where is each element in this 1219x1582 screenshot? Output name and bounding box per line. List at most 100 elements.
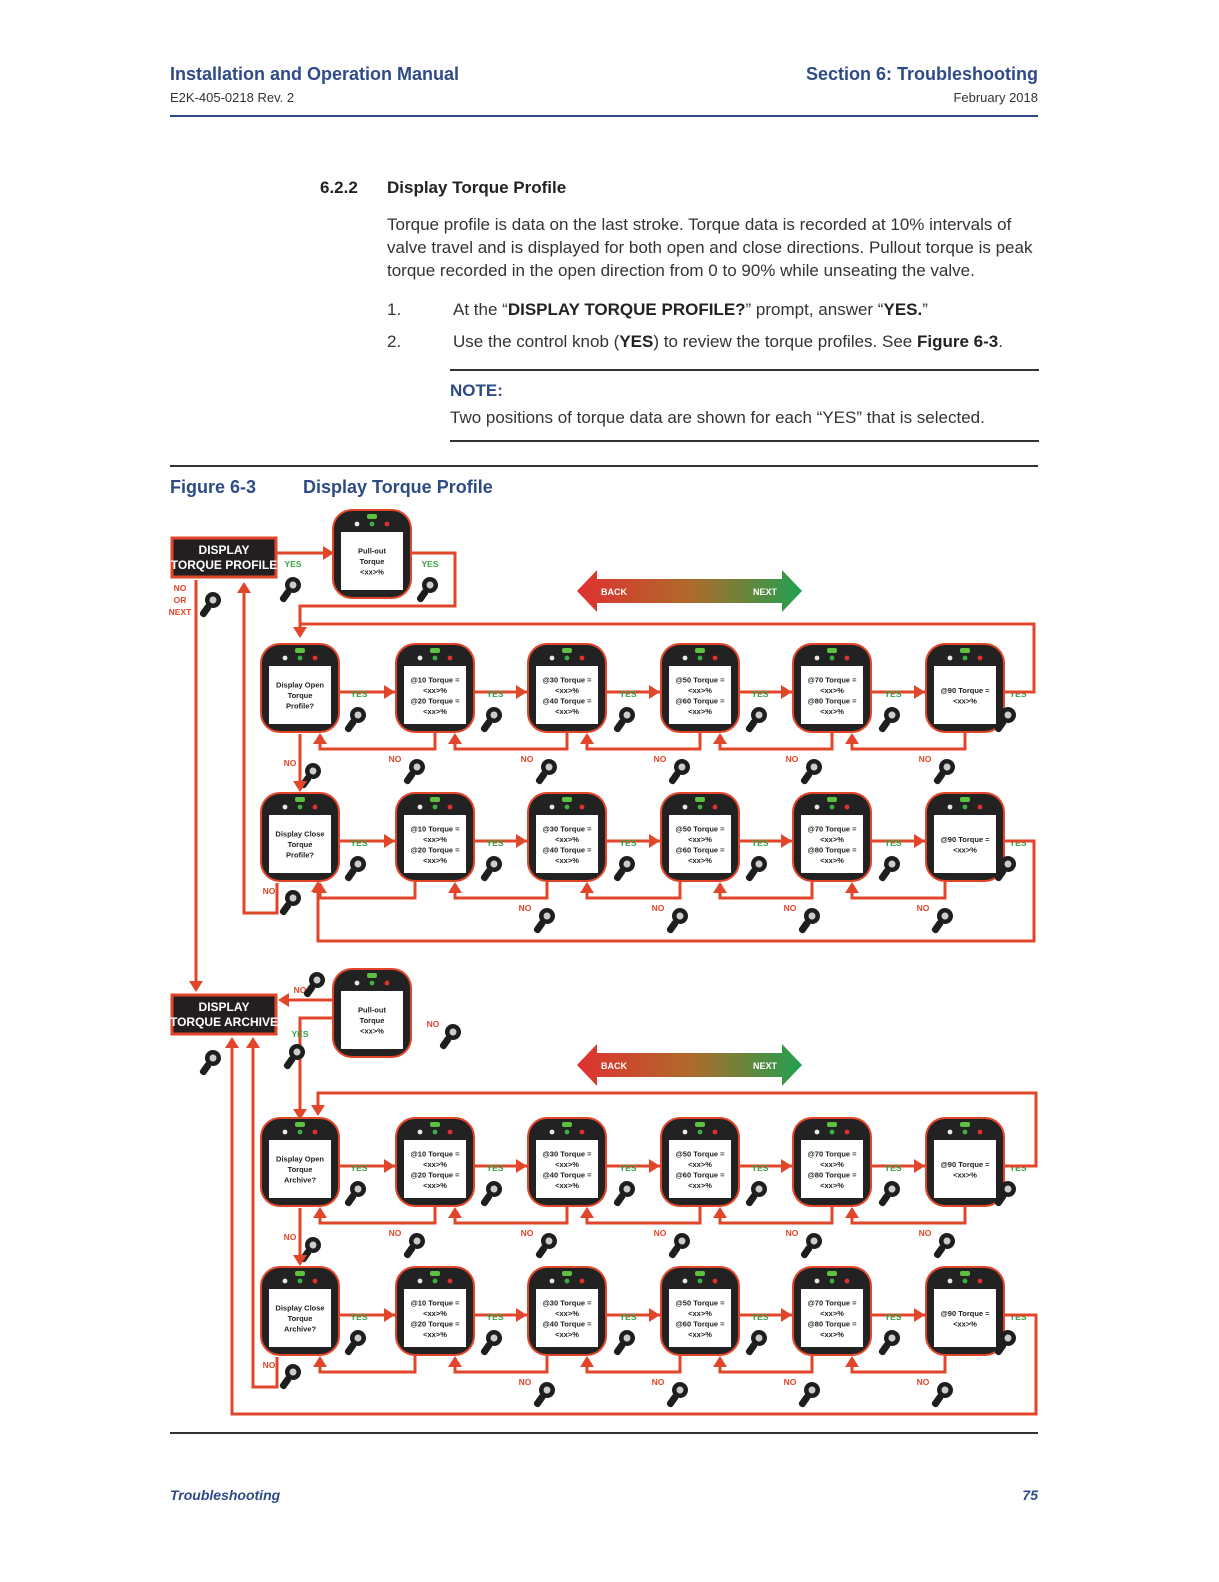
section-title: Display Torque Profile — [387, 178, 567, 197]
control-knob-icon — [535, 1233, 557, 1259]
note-label: NOTE: — [450, 381, 503, 400]
yes-label: YES — [619, 689, 636, 699]
arrowhead — [580, 882, 594, 893]
indicator-light-red — [579, 1129, 585, 1135]
screen-text: Torque — [360, 557, 385, 566]
knob-center — [309, 1241, 317, 1249]
screen-text: <xx>% — [555, 1160, 579, 1169]
figure-reference-link[interactable]: Figure 6-3 — [916, 332, 999, 351]
device-screen — [801, 1289, 863, 1347]
indicator-light-red — [977, 804, 983, 810]
control-knob-icon — [303, 972, 325, 998]
screen-text: Display Open — [276, 681, 324, 690]
screen-text: <xx>% — [953, 1319, 977, 1328]
knob-handle — [403, 771, 416, 785]
knob-handle — [279, 902, 292, 916]
indicator-light-red — [712, 1129, 718, 1135]
display-screen: @30 Torque =<xx>%@40 Torque =<xx>% — [527, 1266, 607, 1356]
no-back-line — [318, 882, 417, 900]
screen-text: @50 Torque = — [675, 675, 725, 684]
indicator-light-white — [417, 1278, 423, 1284]
indicator-light-green — [564, 655, 570, 661]
device-screen — [536, 815, 598, 873]
indicator-light-red — [312, 1129, 318, 1135]
no-back-line — [318, 1356, 417, 1374]
status-led — [562, 1271, 572, 1276]
step-number: 2. — [387, 332, 402, 351]
no-back-line — [453, 1207, 569, 1225]
indicator-light-green — [369, 980, 375, 986]
knob-center — [449, 1028, 457, 1036]
knob-center — [490, 1185, 498, 1193]
control-knob-icon — [994, 1181, 1016, 1207]
screen-text: @40 Torque = — [542, 1170, 592, 1179]
knob-handle — [931, 1394, 944, 1408]
arrowhead — [448, 733, 462, 744]
screen-text: Torque — [360, 1016, 385, 1025]
control-knob-icon — [480, 856, 502, 882]
knob-center — [943, 763, 951, 771]
knob-handle — [403, 1245, 416, 1259]
yes-label: YES — [1009, 689, 1026, 699]
screen-text: Profile? — [286, 851, 314, 860]
control-knob-icon — [994, 856, 1016, 882]
knob-handle — [535, 1245, 548, 1259]
yes-label: YES — [884, 1312, 901, 1322]
section-paragraph: Torque profile is data on the last strok… — [387, 215, 1033, 280]
control-knob-icon — [279, 890, 301, 916]
knob-handle — [344, 1193, 357, 1207]
indicator-light-green — [564, 1129, 570, 1135]
status-led — [695, 648, 705, 653]
loop-back-line — [316, 839, 1036, 943]
display-screen: @90 Torque =<xx>% — [925, 792, 1005, 882]
device-screen — [404, 666, 466, 724]
screen-text: @30 Torque = — [542, 1149, 592, 1158]
status-led — [367, 973, 377, 978]
indicator-light-red — [447, 804, 453, 810]
arrowhead — [278, 993, 289, 1007]
knob-handle — [613, 868, 626, 882]
knob-handle — [533, 1394, 546, 1408]
yes-label: YES — [486, 838, 503, 848]
arrowhead — [313, 733, 327, 744]
no-label: NO — [654, 1228, 667, 1238]
knob-handle — [344, 719, 357, 733]
screen-text: @10 Torque = — [410, 1149, 460, 1158]
screen-text: <xx>% — [555, 1181, 579, 1190]
knob-center — [1004, 860, 1012, 868]
indicator-light-white — [682, 1278, 688, 1284]
screen-text: @10 Torque = — [410, 1298, 460, 1307]
display-screen: @10 Torque =<xx>%@20 Torque =<xx>% — [395, 792, 475, 882]
no-label: NO — [427, 1019, 440, 1029]
device-screen — [404, 1289, 466, 1347]
knob-center — [623, 711, 631, 719]
indicator-light-white — [282, 804, 288, 810]
yes-label: YES — [751, 689, 768, 699]
display-screen: @50 Torque =<xx>%@60 Torque =<xx>% — [660, 792, 740, 882]
arrowhead — [293, 781, 307, 792]
device-screen — [269, 1140, 331, 1198]
knob-center — [354, 1334, 362, 1342]
status-led — [960, 1122, 970, 1127]
knob-handle — [480, 719, 493, 733]
screen-text: <xx>% — [688, 707, 712, 716]
screen-text: <xx>% — [820, 1309, 844, 1318]
knob-handle — [994, 719, 1007, 733]
knob-handle — [878, 868, 891, 882]
box-label-line: TORQUE PROFILE — [171, 558, 277, 572]
knob-center — [490, 1334, 498, 1342]
screen-text: @30 Torque = — [542, 1298, 592, 1307]
screen-text: @60 Torque = — [675, 1170, 725, 1179]
indicator-light-green — [829, 655, 835, 661]
control-knob-icon — [613, 1181, 635, 1207]
note-bottom-rule — [450, 440, 1039, 442]
no-back-line — [453, 882, 549, 900]
control-knob-icon — [480, 1330, 502, 1356]
screen-text: @10 Torque = — [410, 824, 460, 833]
arrowhead — [384, 1159, 395, 1173]
status-led — [960, 1271, 970, 1276]
knob-center — [543, 912, 551, 920]
no-label: NO — [652, 1377, 665, 1387]
no-back-line — [850, 1207, 967, 1225]
control-knob-icon — [533, 908, 555, 934]
